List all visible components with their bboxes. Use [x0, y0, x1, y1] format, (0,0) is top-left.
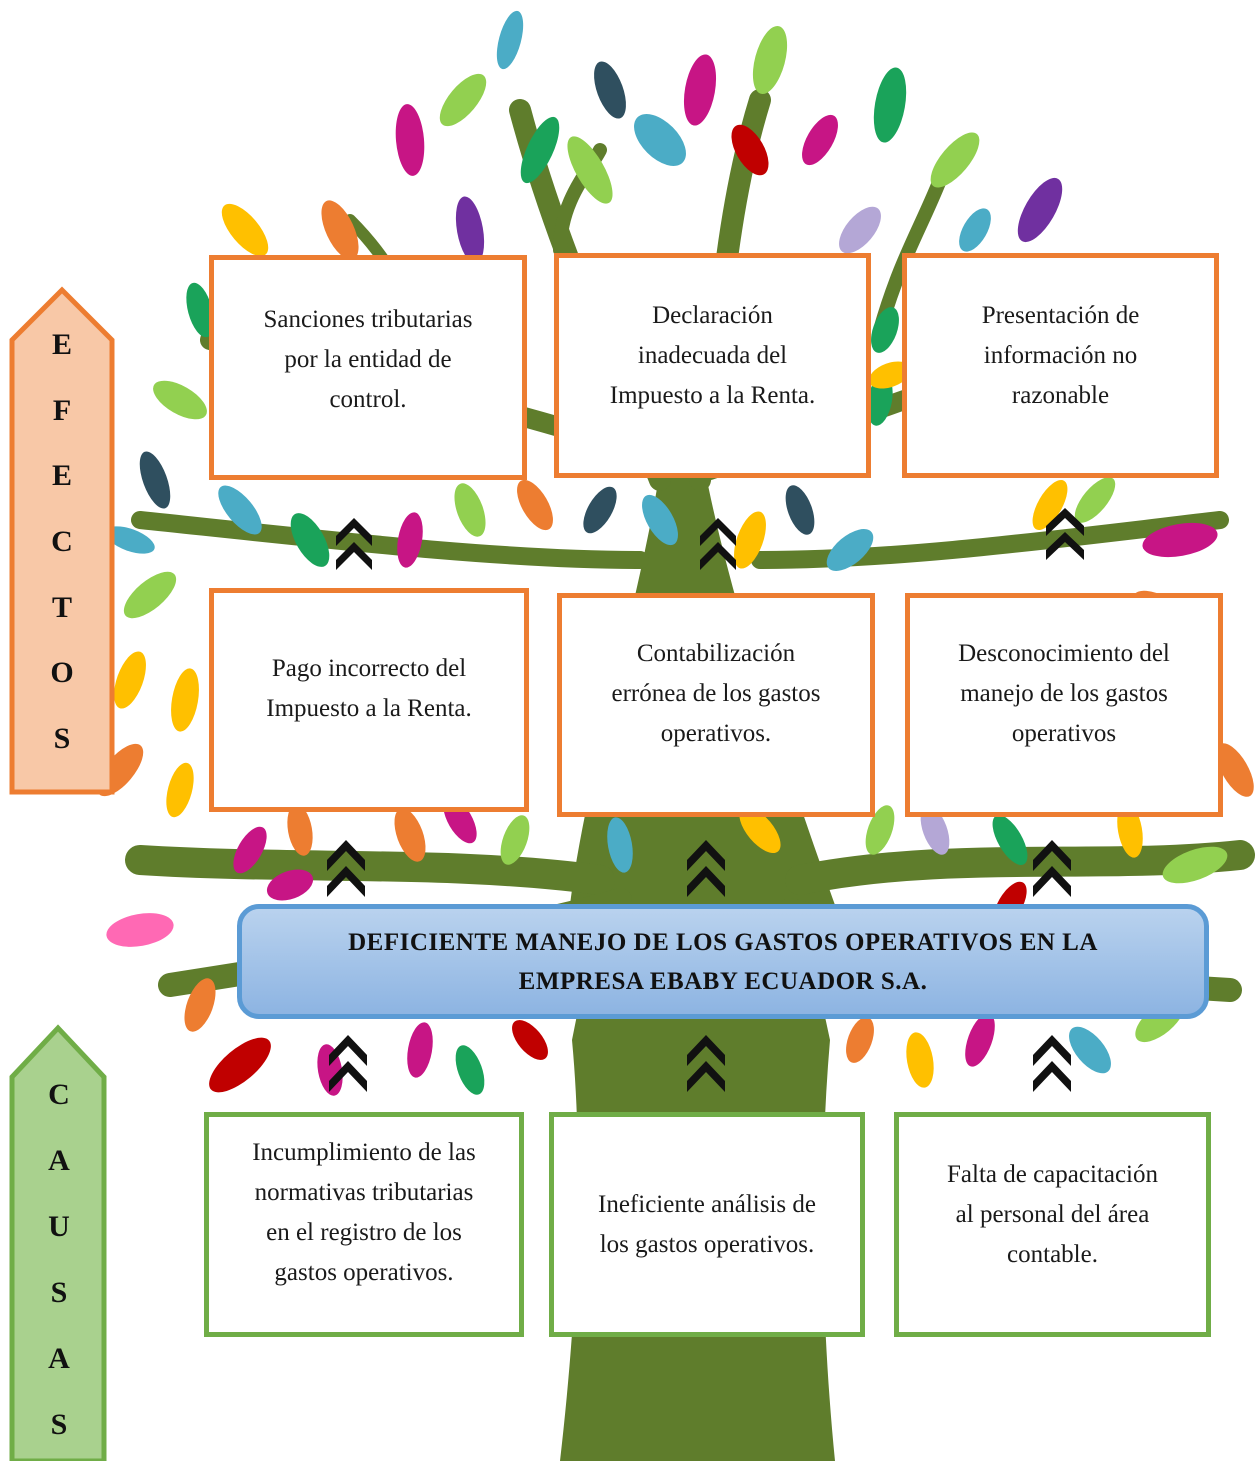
causas-label-shape	[9, 1024, 107, 1461]
chevron-up-icon	[1033, 840, 1071, 897]
causas-letter: A	[48, 1342, 70, 1375]
chevron-up-icon	[329, 1035, 367, 1092]
chevron-up-icon	[687, 840, 725, 897]
chevron-up-icon	[687, 1035, 725, 1092]
effect-text: Contabilización errónea de los gastos op…	[611, 640, 821, 747]
cause-text: Falta de capacitación al personal del ár…	[947, 1161, 1158, 1268]
effect-text: Pago incorrecto del Impuesto a la Renta.	[266, 655, 472, 722]
chevron-up-icon	[1033, 1035, 1071, 1092]
cause-text: Ineficiente análisis de los gastos opera…	[598, 1190, 816, 1258]
efectos-letter: F	[52, 393, 72, 427]
efectos-letter: S	[53, 722, 71, 756]
efectos-letter: C	[51, 524, 73, 558]
effect-text: Declaración inadecuada del Impuesto a la…	[609, 302, 816, 409]
cause-text: Incumplimiento de las normativas tributa…	[252, 1139, 476, 1286]
efectos-label: E F E C T O S	[13, 312, 111, 772]
efectos-letter: O	[50, 656, 74, 690]
causas-label: C A U S A S	[13, 1062, 105, 1458]
effect-box: Presentación de información no razonable	[902, 253, 1219, 478]
causas-letter: C	[48, 1078, 70, 1111]
effect-box: Desconocimiento del manejo de los gastos…	[905, 593, 1223, 817]
effect-box: Sanciones tributarias por la entidad de …	[209, 255, 527, 480]
effect-text: Desconocimiento del manejo de los gastos…	[958, 640, 1170, 747]
efectos-letter: T	[51, 590, 72, 624]
cause-box: Ineficiente análisis de los gastos opera…	[549, 1112, 865, 1337]
chevron-up-icon	[1046, 508, 1084, 560]
cause-box: Falta de capacitación al personal del ár…	[894, 1112, 1211, 1337]
causas-letter: S	[50, 1408, 68, 1441]
chevron-up-icon	[327, 840, 365, 897]
effect-box: Pago incorrecto del Impuesto a la Renta.	[209, 588, 529, 812]
central-problem-box: DEFICIENTE MANEJO DE LOS GASTOS OPERATIV…	[237, 904, 1209, 1019]
efectos-label-shape	[9, 286, 115, 795]
efectos-letter: E	[51, 459, 72, 493]
causas-letter: A	[48, 1144, 70, 1177]
effect-text: Sanciones tributarias por la entidad de …	[263, 306, 473, 413]
cause-box: Incumplimiento de las normativas tributa…	[204, 1112, 524, 1337]
effect-box: Declaración inadecuada del Impuesto a la…	[554, 253, 871, 478]
causas-letter: U	[48, 1210, 70, 1243]
effect-text: Presentación de información no razonable	[981, 302, 1140, 409]
chevron-up-icon	[336, 518, 372, 570]
causas-letter: S	[50, 1276, 68, 1309]
efectos-letter: E	[51, 327, 72, 361]
effect-box: Contabilización errónea de los gastos op…	[557, 593, 875, 817]
central-problem-text: DEFICIENTE MANEJO DE LOS GASTOS OPERATIV…	[348, 928, 1098, 995]
chevron-up-icon	[700, 518, 736, 570]
